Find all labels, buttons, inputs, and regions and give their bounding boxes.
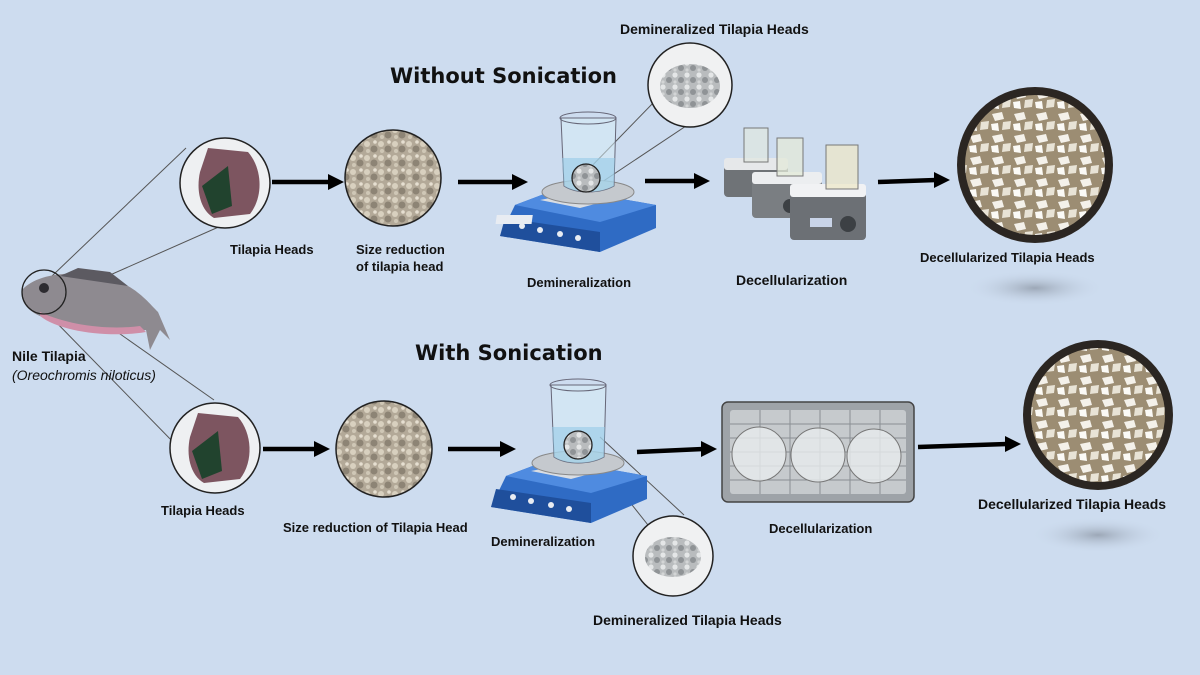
demineralized-top-inset (647, 42, 733, 128)
size-reduction-top-label: Size reduction of tilapia head (356, 241, 445, 275)
flow-arrows (263, 172, 1021, 457)
decellularized-heads-bottom-label: Decellularized Tilapia Heads (978, 496, 1167, 512)
decellularized-bottom-result-image (1023, 340, 1173, 553)
tilapia-head-bottom-image (169, 402, 261, 494)
size-reduction-top-line1: Size reduction (356, 242, 445, 257)
demineralized-heads-bottom-label: Demineralized Tilapia Heads (593, 612, 782, 628)
size-reduction-top-line2: of tilapia head (356, 259, 444, 274)
tilapia-heads-top-label: Tilapia Heads (230, 242, 314, 257)
demineralization-top-label: Demineralization (527, 275, 632, 290)
fish-head-highlight-circle (21, 269, 67, 315)
demineralization-top-stirrer (495, 111, 656, 252)
size-reduction-bottom-label: Size reduction of Tilapia Head (283, 520, 468, 535)
with-sonication-title: With Sonication (415, 341, 603, 365)
nile-tilapia-label: Nile Tilapia (12, 348, 86, 364)
decellularized-top-result-image (957, 87, 1113, 306)
nile-tilapia-fish-image (21, 268, 170, 350)
decellularization-top-stirrers (724, 127, 866, 240)
scientific-name-label: (Oreochromis niloticus) (12, 367, 156, 383)
demineralization-bottom-stirrer (491, 378, 647, 523)
without-sonication-title: Without Sonication (390, 64, 618, 88)
size-reduced-bottom-image (335, 400, 433, 498)
decellularization-bottom-label: Decellularization (769, 521, 873, 536)
decellularization-top-label: Decellularization (736, 272, 848, 288)
size-reduced-top-image (344, 129, 442, 227)
demineralized-bottom-inset (632, 515, 714, 597)
decellularized-heads-top-label: Decellularized Tilapia Heads (920, 250, 1095, 265)
tilapia-heads-bottom-label: Tilapia Heads (161, 503, 245, 518)
demineralization-bottom-label: Demineralization (491, 534, 596, 549)
sonication-bath-image (721, 401, 915, 503)
tilapia-head-top-image (179, 137, 271, 229)
demineralized-heads-top-label: Demineralized Tilapia Heads (620, 21, 809, 37)
